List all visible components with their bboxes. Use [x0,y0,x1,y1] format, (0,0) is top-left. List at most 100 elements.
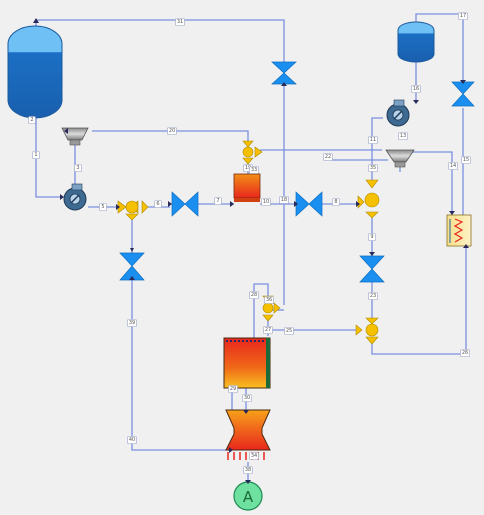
svg-text:30: 30 [244,395,250,401]
stream-label-9: 9 [368,233,376,241]
stream-label-14: 14 [448,162,458,170]
svg-text:14: 14 [450,163,456,169]
heater[interactable] [233,173,261,202]
stream-label-23: 23 [368,292,378,300]
pipe-mid-split-up [253,283,269,338]
pipes [35,13,467,482]
svg-text:20: 20 [169,128,175,134]
pipe-split-to-hx [371,246,467,355]
splitter-lower-right[interactable] [355,317,379,345]
heat-exchanger[interactable] [446,214,472,247]
pipe-comp-line [92,130,249,145]
svg-text:26: 26 [462,350,468,356]
svg-text:15: 15 [463,157,469,163]
splitter-left[interactable] [117,200,149,221]
tank-right[interactable] [397,21,435,63]
control-valve-right-lower[interactable] [359,255,385,283]
stream-label-36: 36 [264,296,274,304]
control-valve-left-lower[interactable] [119,252,145,281]
svg-text:40: 40 [129,437,135,443]
svg-text:10: 10 [263,199,269,205]
stream-label-15: 15 [461,156,471,164]
stream-label-13: 13 [398,132,408,140]
turbine-heat-arrows [227,452,265,460]
stream-label-1: 1 [32,151,40,159]
pipe-rtank-top [415,13,464,82]
stream-label-35: 35 [368,164,378,172]
svg-text:38: 38 [245,467,251,473]
pipe-lvalve-to-turbine [131,280,230,451]
svg-text:34: 34 [251,453,257,459]
flow-arrows [33,18,469,484]
svg-text:33: 33 [251,167,257,173]
stream-label-22: 22 [323,153,333,161]
stream-label-20: 20 [167,127,177,135]
stream-label-17: 17 [458,12,468,20]
svg-text:29: 29 [230,386,236,392]
stream-label-27: 27 [263,326,273,334]
compressor-left[interactable] [61,127,89,146]
splitter-small-top[interactable] [242,140,263,165]
stream-label-31: 31 [175,18,185,26]
stream-label-8: 8 [332,198,340,206]
control-valve-left[interactable] [171,191,199,217]
pipe-rpump-to-splitter [371,117,383,180]
svg-text:28: 28 [251,292,257,298]
stream-label-18: 18 [279,196,289,204]
stream-label-26: 26 [460,349,470,357]
svg-text:22: 22 [325,154,331,160]
turbine[interactable] [225,409,271,460]
pipe-rcomp-to-hx [412,151,453,215]
svg-text:23: 23 [370,293,376,299]
control-valve-right-top[interactable] [451,81,475,107]
stream-label-7: 7 [214,197,222,205]
stream-label-30: 30 [242,394,252,402]
svg-text:27: 27 [265,327,271,333]
boiler[interactable] [223,337,271,389]
svg-text:18: 18 [281,197,287,203]
svg-text:6: 6 [156,201,159,207]
stream-label-29: 29 [228,385,238,393]
stream-label-38: 38 [243,466,253,474]
svg-text:35: 35 [370,165,376,171]
svg-text:5: 5 [101,204,104,210]
svg-text:11: 11 [370,137,376,143]
stream-label-33: 33 [249,166,259,174]
splitter-right[interactable] [357,179,380,219]
stream-label-25: 25 [284,327,294,335]
generator-symbol: A [243,488,254,506]
svg-text:9: 9 [370,234,373,240]
svg-text:13: 13 [400,133,406,139]
control-valve-top[interactable] [271,61,297,85]
svg-text:16: 16 [413,86,419,92]
pipe-top-return [35,19,285,62]
stream-label-2: 2 [28,116,36,124]
control-valve-mid-right[interactable] [295,191,323,217]
stream-label-10: 10 [261,198,271,206]
stream-label-28: 28 [249,291,259,299]
tank-left[interactable] [7,25,63,119]
svg-text:3: 3 [76,165,79,171]
stream-label-34: 34 [249,452,259,460]
svg-text:7: 7 [216,198,219,204]
stream-label-11: 11 [368,136,378,144]
generator[interactable]: A [233,481,263,511]
stream-label-5: 5 [99,203,107,211]
svg-text:8: 8 [334,199,337,205]
svg-text:19: 19 [245,165,251,171]
stream-label-39: 39 [127,319,137,327]
svg-text:36: 36 [266,297,272,303]
pump-left[interactable] [63,183,87,211]
svg-text:17: 17 [460,13,466,19]
stream-label-40: 40 [127,436,137,444]
svg-text:1: 1 [34,152,37,158]
stream-label-3: 3 [74,164,82,172]
pump-right[interactable] [386,99,410,127]
svg-text:25: 25 [286,328,292,334]
svg-text:39: 39 [129,320,135,326]
svg-text:2: 2 [30,117,33,123]
compressor-right[interactable] [385,149,415,168]
pipe-tank-to-pump [35,117,62,198]
